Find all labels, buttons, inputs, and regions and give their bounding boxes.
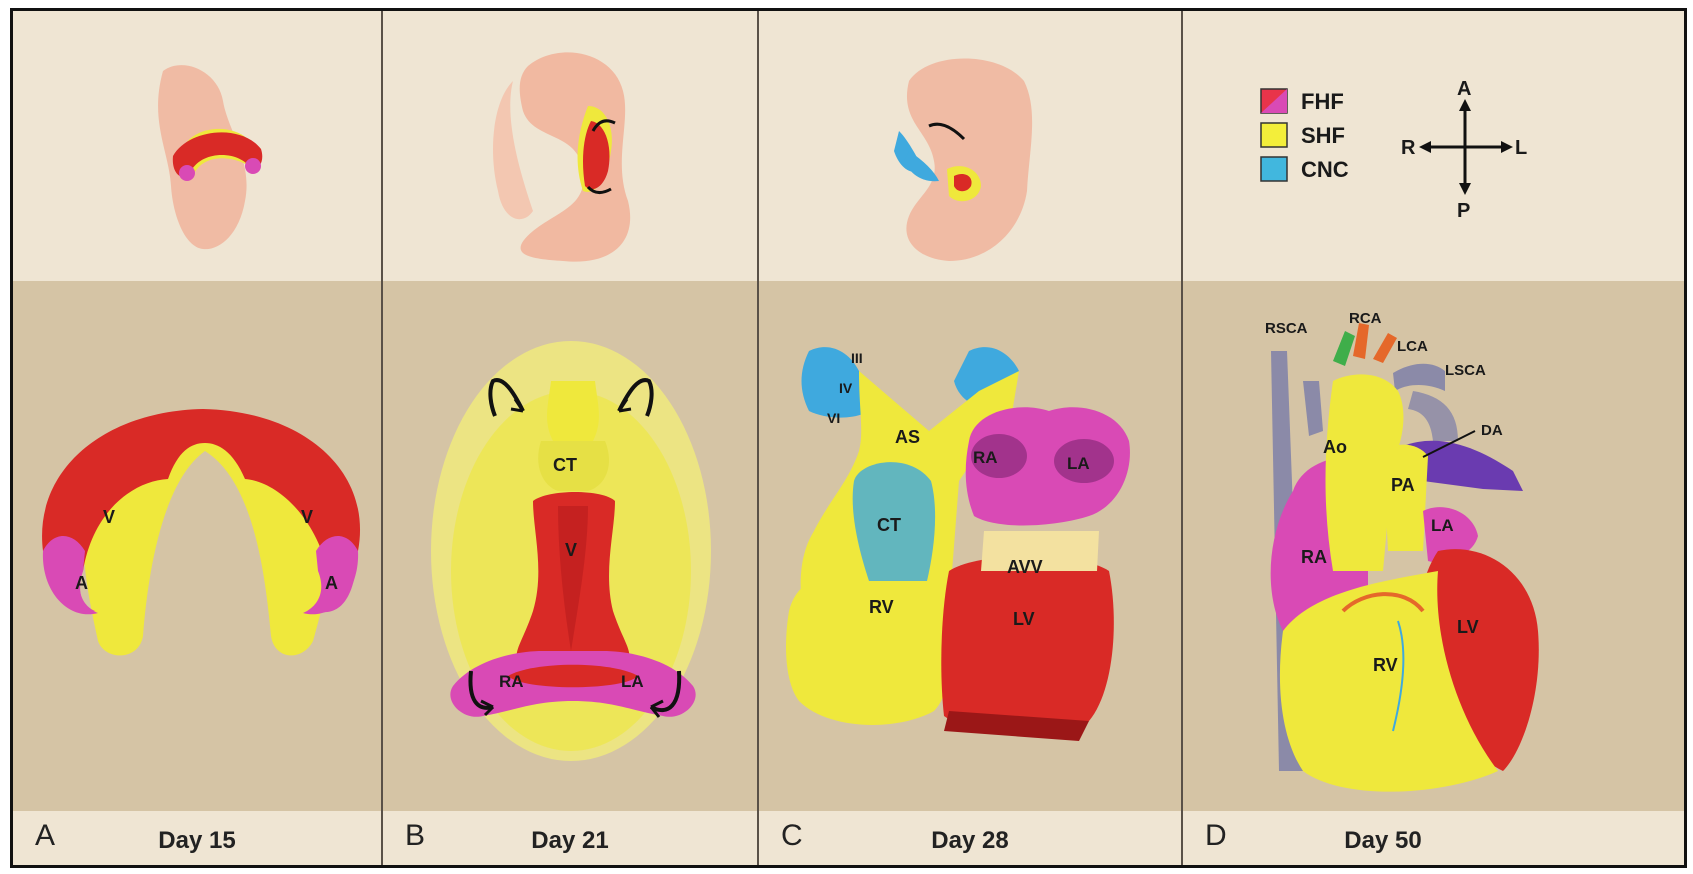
label-avv: AVV [1007,557,1043,577]
panel-c-footer: C Day 28 [759,811,1181,865]
label-ra: RA [973,448,998,467]
label-ao: Ao [1323,437,1347,457]
legend-swatch-cnc [1261,157,1287,181]
label-rv: RV [1373,655,1398,675]
panel-d-drawing: FHF SHF CNC A P R L [1183,11,1684,811]
label-as: AS [895,427,920,447]
label-v: V [565,540,577,560]
color-legend: FHF SHF CNC [1261,89,1349,182]
panel-d-footer: D Day 50 [1183,811,1684,865]
panel-b-drawing: CT V RA LA [383,11,759,811]
label-rsca: RSCA [1265,320,1308,337]
label-la: LA [1431,516,1454,535]
label-lv: LV [1013,609,1035,629]
panel-b-footer: B Day 21 [383,811,757,865]
label-ct: CT [877,515,901,535]
embryo-day28 [894,59,1032,262]
heart-development-figure: A Day 15 V V A A [10,8,1687,868]
axis-label-r: R [1401,137,1416,159]
label-ct: CT [553,455,577,475]
legend-label-cnc: CNC [1301,157,1349,182]
label-vi: VI [827,410,840,426]
label-lsca: LSCA [1445,362,1486,379]
embryo-day15 [158,65,262,249]
panel-d-day-label: Day 50 [1183,827,1583,855]
embryo-day21 [493,52,630,261]
label-v-right: V [301,507,313,527]
legend-label-fhf: FHF [1301,89,1344,114]
label-la: LA [621,672,644,691]
label-v-left: V [103,507,115,527]
legend-label-shf: SHF [1301,123,1345,148]
panel-d: D Day 50 FHF SHF CNC A P R L [1183,11,1684,865]
panel-a-drawing: V V A A [13,11,383,811]
label-lv: LV [1457,617,1479,637]
label-la: LA [1067,454,1090,473]
axis-label-l: L [1515,137,1527,159]
panel-a-footer: A Day 15 [13,811,381,865]
label-ra: RA [499,672,524,691]
looping-heart [786,347,1130,741]
panel-c: C Day 28 [759,11,1183,865]
legend-swatch-shf [1261,123,1287,147]
orientation-compass: A P R L [1401,78,1527,222]
label-iii: III [851,350,863,366]
panel-c-drawing: III IV VI AS RA LA CT AVV RV LV [759,11,1183,811]
cardiac-crescent [42,409,360,655]
label-lca: LCA [1397,338,1428,355]
axis-label-a: A [1457,78,1471,100]
label-a-left: A [75,573,88,593]
label-da: DA [1481,422,1503,439]
label-a-right: A [325,573,338,593]
label-rv: RV [869,597,894,617]
panel-b-day-label: Day 21 [383,827,757,855]
panel-a: A Day 15 V V A A [13,11,383,865]
panel-c-day-label: Day 28 [759,827,1181,855]
label-ra: RA [1301,547,1327,567]
label-rca: RCA [1349,310,1382,327]
panel-b: B Day 21 [383,11,759,865]
axis-label-p: P [1457,200,1470,222]
panel-a-day-label: Day 15 [13,827,381,855]
label-iv: IV [839,380,853,396]
label-pa: PA [1391,475,1415,495]
